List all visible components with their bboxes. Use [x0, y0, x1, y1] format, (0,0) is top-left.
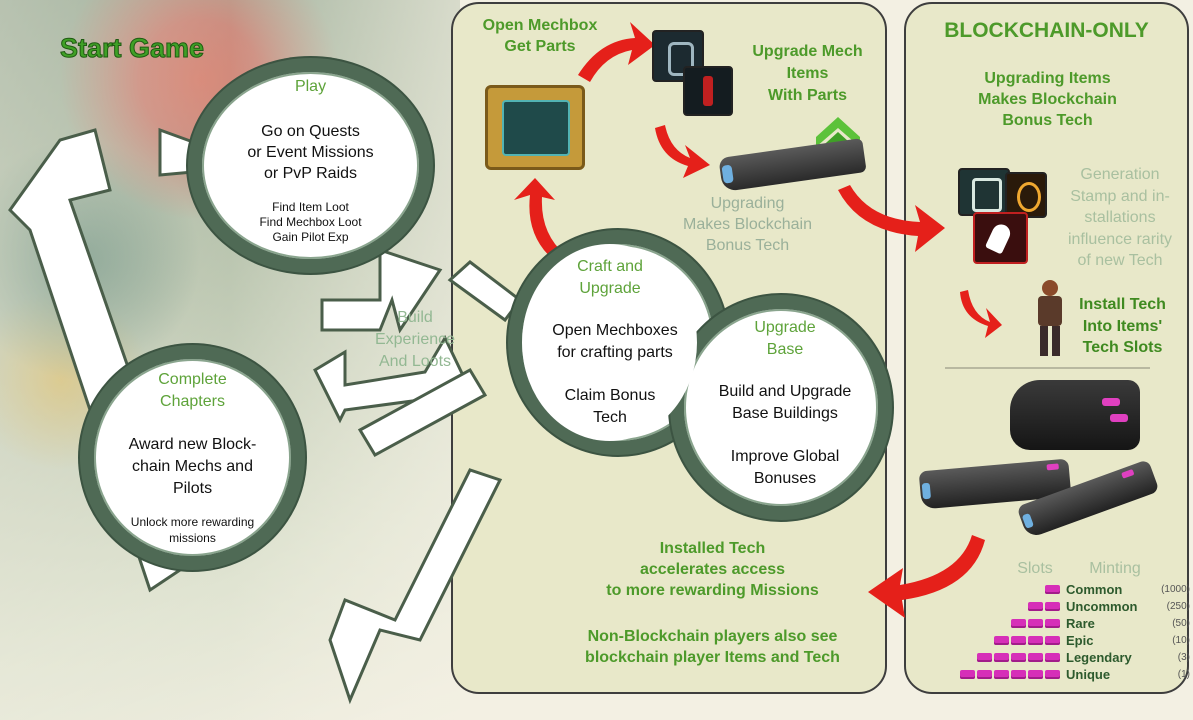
gen-to-install-arrow	[960, 290, 1002, 338]
mechbox-to-parts-arrow	[578, 22, 655, 82]
rarity-table: Common (1000) Uncommon (250) Rare (50) Epic (10…	[935, 581, 1190, 683]
minting-header: Minting	[1089, 560, 1141, 577]
parts-to-mech-arrow	[655, 125, 710, 178]
rarity-row: Common (1000)	[935, 581, 1190, 598]
rarity-name: Epic	[1066, 633, 1094, 648]
parts-gear-icon[interactable]	[652, 30, 704, 82]
slot-block	[1045, 602, 1060, 611]
slot-block	[994, 653, 1009, 662]
slot-block	[1045, 670, 1060, 679]
parts-tube-icon[interactable]	[683, 66, 733, 116]
mech-to-blockchain-arrow	[838, 185, 945, 252]
rarity-row: Epic (10)	[935, 632, 1190, 649]
rarity-slots	[935, 619, 1066, 628]
slot-block	[1011, 636, 1026, 645]
rarity-count: (50)	[1172, 618, 1190, 629]
slot-block	[960, 670, 975, 679]
rarity-name: Uncommon	[1066, 599, 1138, 614]
rarity-name: Unique	[1066, 667, 1111, 682]
upgrade-chevron-icon	[816, 117, 860, 147]
slot-block	[1045, 636, 1060, 645]
rarity-count: (3)	[1177, 652, 1190, 663]
rarity-slots	[935, 653, 1066, 662]
rarity-row: Rare (50)	[935, 615, 1190, 632]
rarity-name: Common	[1066, 582, 1123, 597]
start-game-title[interactable]: Start Game	[59, 33, 205, 64]
slot-block	[1011, 653, 1026, 662]
slot-block	[1028, 636, 1043, 645]
slot-block	[1028, 619, 1043, 628]
slots-to-missions-arrow	[868, 535, 985, 618]
slot-block	[1045, 585, 1060, 594]
mechbox-icon[interactable]	[485, 85, 585, 170]
rarity-row: Legendary (3)	[935, 649, 1190, 666]
rarity-slots	[935, 602, 1066, 611]
tech-bullet-icon[interactable]	[973, 212, 1028, 264]
rarity-count: (250)	[1166, 601, 1190, 612]
craft-to-mechbox-arrow	[514, 178, 572, 265]
bottom-down-arrow	[328, 468, 503, 705]
slot-block	[1028, 670, 1043, 679]
slot-block	[994, 670, 1009, 679]
rarity-name: Rare	[1066, 616, 1095, 631]
slot-block	[977, 670, 992, 679]
rarity-count: (1)	[1177, 669, 1190, 680]
slot-block	[1045, 619, 1060, 628]
rarity-row: Uncommon (250)	[935, 598, 1190, 615]
tech-stamp-icon[interactable]	[958, 168, 1010, 216]
rarity-name: Legendary	[1066, 650, 1132, 665]
tech-item-large[interactable]	[1010, 380, 1140, 450]
slot-block	[1045, 653, 1060, 662]
rarity-row: Unique (1)	[935, 666, 1190, 683]
slot-block	[1011, 619, 1026, 628]
slot-block	[977, 653, 992, 662]
slots-header: Slots	[1017, 560, 1053, 577]
play-to-build-arrow	[320, 247, 443, 334]
rarity-count: (10)	[1172, 635, 1190, 646]
craft-to-bottom-arrow	[357, 367, 488, 458]
slot-block	[1011, 670, 1026, 679]
rarity-slots	[935, 670, 1066, 679]
complete-circle	[80, 345, 305, 570]
rarity-slots	[935, 585, 1066, 594]
blockchain-title: BLOCKCHAIN-ONLY	[944, 19, 1149, 42]
slot-block	[1028, 602, 1043, 611]
rarity-slots	[935, 636, 1066, 645]
play-title: Play	[294, 78, 327, 95]
rarity-count: (1000)	[1161, 584, 1190, 595]
slot-block	[994, 636, 1009, 645]
pilot-avatar[interactable]	[1030, 278, 1070, 358]
slot-block	[1028, 653, 1043, 662]
